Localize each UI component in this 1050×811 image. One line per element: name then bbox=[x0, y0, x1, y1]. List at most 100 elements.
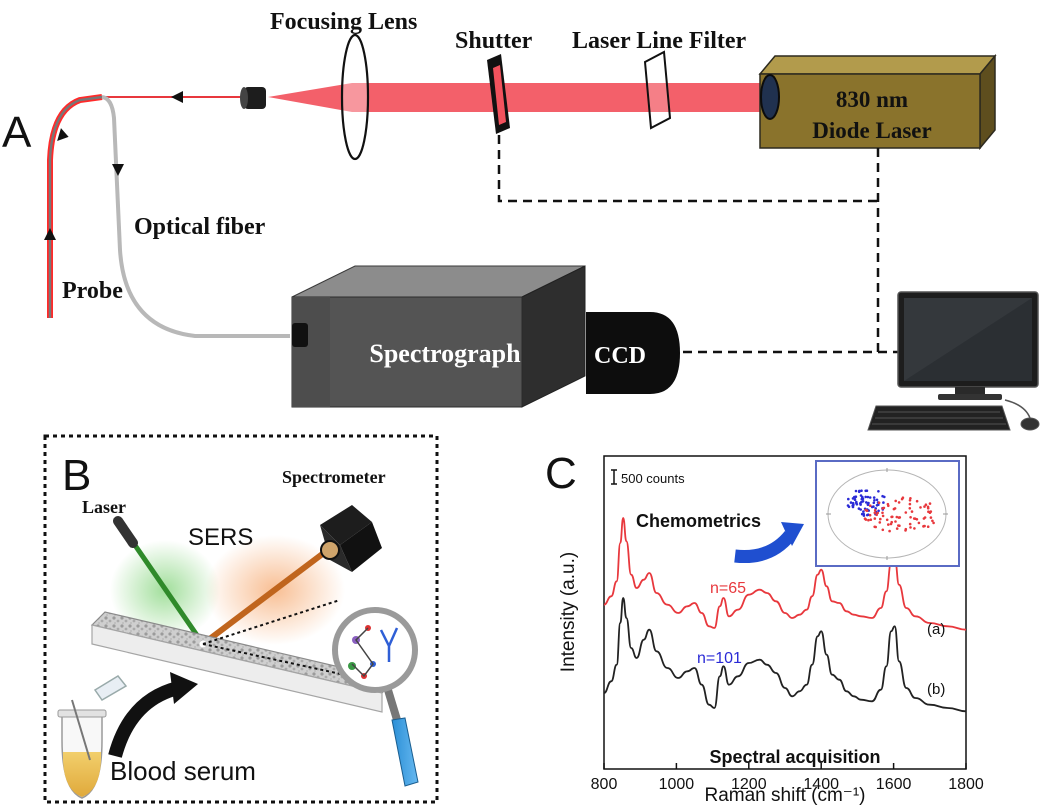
inset-point bbox=[873, 499, 876, 502]
inset-point bbox=[924, 503, 928, 507]
x-tick-label: 1000 bbox=[659, 776, 695, 793]
inset-point bbox=[888, 529, 891, 533]
inset-point bbox=[864, 489, 867, 493]
inset-point bbox=[877, 501, 881, 505]
spectrum-line-a bbox=[603, 517, 967, 631]
inset-point bbox=[919, 506, 922, 509]
inset-point bbox=[849, 501, 853, 504]
inset-frame bbox=[815, 460, 960, 567]
panel-b: B Laser Spectrometer SERS bbox=[43, 434, 439, 804]
optical-fiber-label: Optical fiber bbox=[134, 214, 266, 240]
inset-point bbox=[897, 516, 901, 519]
curved-arrow-icon bbox=[108, 681, 180, 758]
inset-point bbox=[882, 501, 885, 504]
inset-point bbox=[853, 498, 857, 502]
inset-point bbox=[897, 501, 901, 504]
chemometrics-label: Chemometrics bbox=[636, 511, 761, 531]
inset-point bbox=[869, 518, 873, 521]
inset-point bbox=[881, 528, 885, 532]
focusing-lens-label: Focusing Lens bbox=[270, 9, 417, 35]
arrow-up-icon bbox=[57, 128, 69, 141]
shutter-control-line bbox=[497, 135, 878, 203]
panel-a-letter: A bbox=[2, 108, 32, 157]
inset-point bbox=[901, 496, 905, 500]
spectrum-line-b bbox=[603, 597, 967, 713]
laser-wavelength-label: 830 nm bbox=[836, 87, 908, 112]
inset-point bbox=[855, 501, 858, 505]
inset-point bbox=[928, 502, 932, 505]
inset-point bbox=[908, 522, 912, 526]
inset-point bbox=[904, 511, 908, 514]
inset-point bbox=[875, 498, 879, 502]
arrow-head-icon bbox=[170, 672, 198, 704]
computer-icon bbox=[867, 291, 1040, 431]
x-axis-label: Raman shift (cm⁻¹) bbox=[705, 785, 866, 806]
computer-control-line bbox=[678, 148, 880, 354]
inset-point bbox=[887, 523, 890, 526]
inset-point bbox=[864, 508, 867, 512]
arrow-down-icon bbox=[112, 164, 124, 176]
inset-point bbox=[873, 517, 877, 520]
magnify-guide-lines bbox=[202, 599, 351, 677]
laser-box-top bbox=[758, 55, 997, 75]
diode-laser-box bbox=[759, 73, 981, 149]
ccd-detector bbox=[586, 312, 680, 394]
inset-point bbox=[908, 499, 912, 502]
panel-b-letter: B bbox=[62, 451, 91, 500]
sers-substrate-side bbox=[91, 624, 383, 713]
inset-point bbox=[872, 496, 876, 499]
inset-point bbox=[893, 507, 897, 510]
inset-point bbox=[917, 521, 921, 525]
inset-point bbox=[929, 510, 933, 513]
inset-point bbox=[913, 527, 916, 530]
inset-point bbox=[872, 501, 876, 505]
inset-point bbox=[867, 501, 870, 505]
laser-pointer bbox=[113, 516, 206, 646]
collection-fiber bbox=[101, 95, 290, 338]
inset-point bbox=[882, 506, 886, 510]
x-tick-label: 1200 bbox=[731, 776, 767, 793]
inset-point bbox=[853, 495, 856, 499]
spectrograph-label: Spectrograph bbox=[369, 339, 521, 368]
inset-point bbox=[908, 507, 912, 510]
ccd-label: CCD bbox=[594, 343, 646, 369]
probe-label: Probe bbox=[62, 278, 123, 304]
panel-b-frame bbox=[43, 434, 439, 804]
laser-line-filter bbox=[643, 50, 672, 130]
x-tick-label: 800 bbox=[591, 776, 618, 793]
inset-point bbox=[875, 504, 879, 507]
inset-point bbox=[908, 502, 912, 506]
inset-point bbox=[904, 527, 908, 531]
pca-inset bbox=[815, 460, 960, 567]
laser-aperture bbox=[760, 74, 780, 120]
inset-point bbox=[912, 517, 916, 520]
inset-point bbox=[877, 490, 880, 493]
inset-point bbox=[895, 527, 899, 530]
inset-point bbox=[864, 495, 867, 499]
inset-point bbox=[895, 515, 899, 519]
inset-point bbox=[859, 508, 862, 511]
inset-point bbox=[869, 504, 872, 508]
inset-point bbox=[874, 525, 877, 529]
inset-point bbox=[879, 517, 882, 521]
inset-point bbox=[923, 505, 926, 508]
inset-point bbox=[878, 521, 882, 524]
inset-point bbox=[915, 499, 919, 503]
magnifier-icon bbox=[332, 607, 419, 787]
inset-point bbox=[889, 522, 893, 526]
inset-point bbox=[868, 513, 872, 517]
inset-point bbox=[929, 516, 933, 519]
inset-point bbox=[931, 519, 934, 523]
curve-a-label: (a) bbox=[927, 621, 945, 638]
inset-point bbox=[867, 518, 870, 522]
x-tick-label: 1800 bbox=[948, 776, 984, 793]
inset-point bbox=[926, 506, 930, 510]
probe-fiber bbox=[48, 95, 103, 318]
inset-point bbox=[866, 495, 870, 499]
blue-arrow-head-icon bbox=[781, 522, 804, 546]
inset-point bbox=[926, 525, 930, 528]
shutter-label: Shutter bbox=[455, 28, 533, 54]
